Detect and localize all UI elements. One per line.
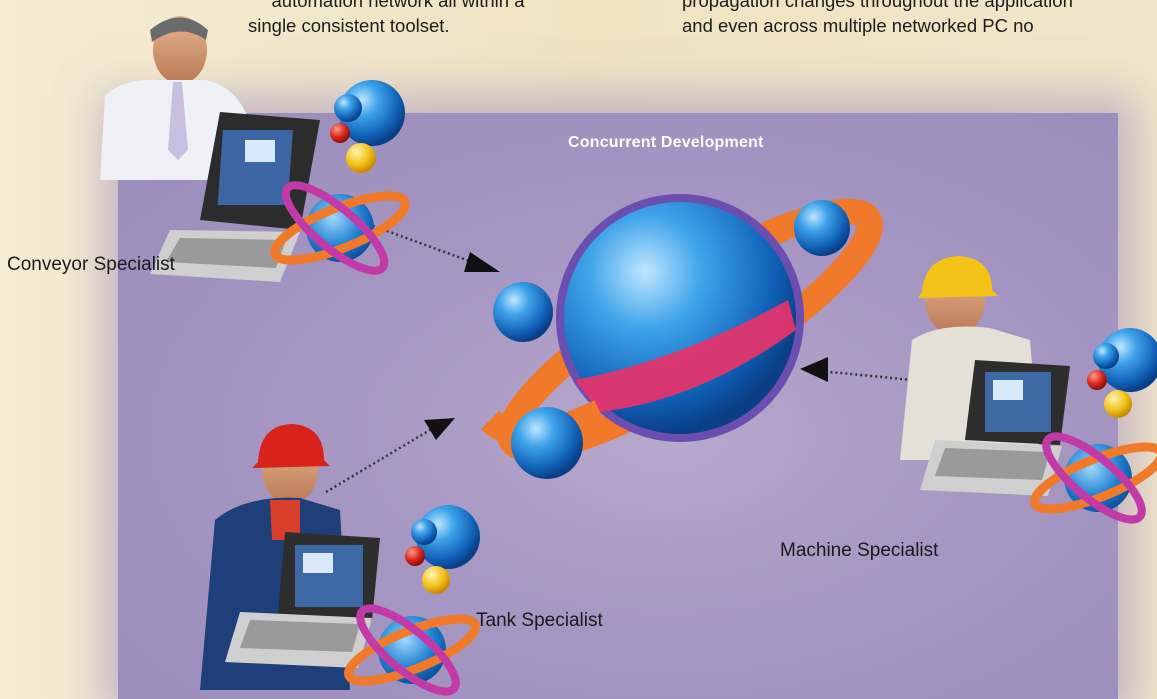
left-caption-line2: single consistent toolset. — [248, 15, 450, 36]
left-caption: automation network all within a single c… — [233, 0, 563, 37]
diagram-title: Concurrent Development — [568, 134, 764, 151]
right-caption: propagation changes throughout the appli… — [682, 0, 1073, 37]
arrow-tank-to-hub — [325, 428, 431, 494]
left-caption-line1: automation network all within a — [271, 0, 525, 11]
right-caption-line1: propagation changes throughout the appli… — [682, 0, 1073, 11]
central-hub-icon — [480, 194, 883, 479]
machine-specialist-figure — [900, 256, 1070, 496]
conveyor-specialist-label: Conveyor Specialist — [7, 254, 175, 275]
tank-specialist-label: Tank Specialist — [476, 610, 603, 631]
conveyor-specialist-figure — [100, 16, 320, 282]
machine-specialist-label: Machine Specialist — [780, 540, 939, 561]
tank-software-icon — [344, 505, 480, 696]
machine-software-icon — [1030, 328, 1157, 524]
right-caption-line2: and even across multiple networked PC no — [682, 15, 1034, 36]
conveyor-software-icon — [270, 80, 410, 275]
tank-specialist-figure — [200, 424, 380, 690]
arrowheads — [424, 252, 828, 440]
